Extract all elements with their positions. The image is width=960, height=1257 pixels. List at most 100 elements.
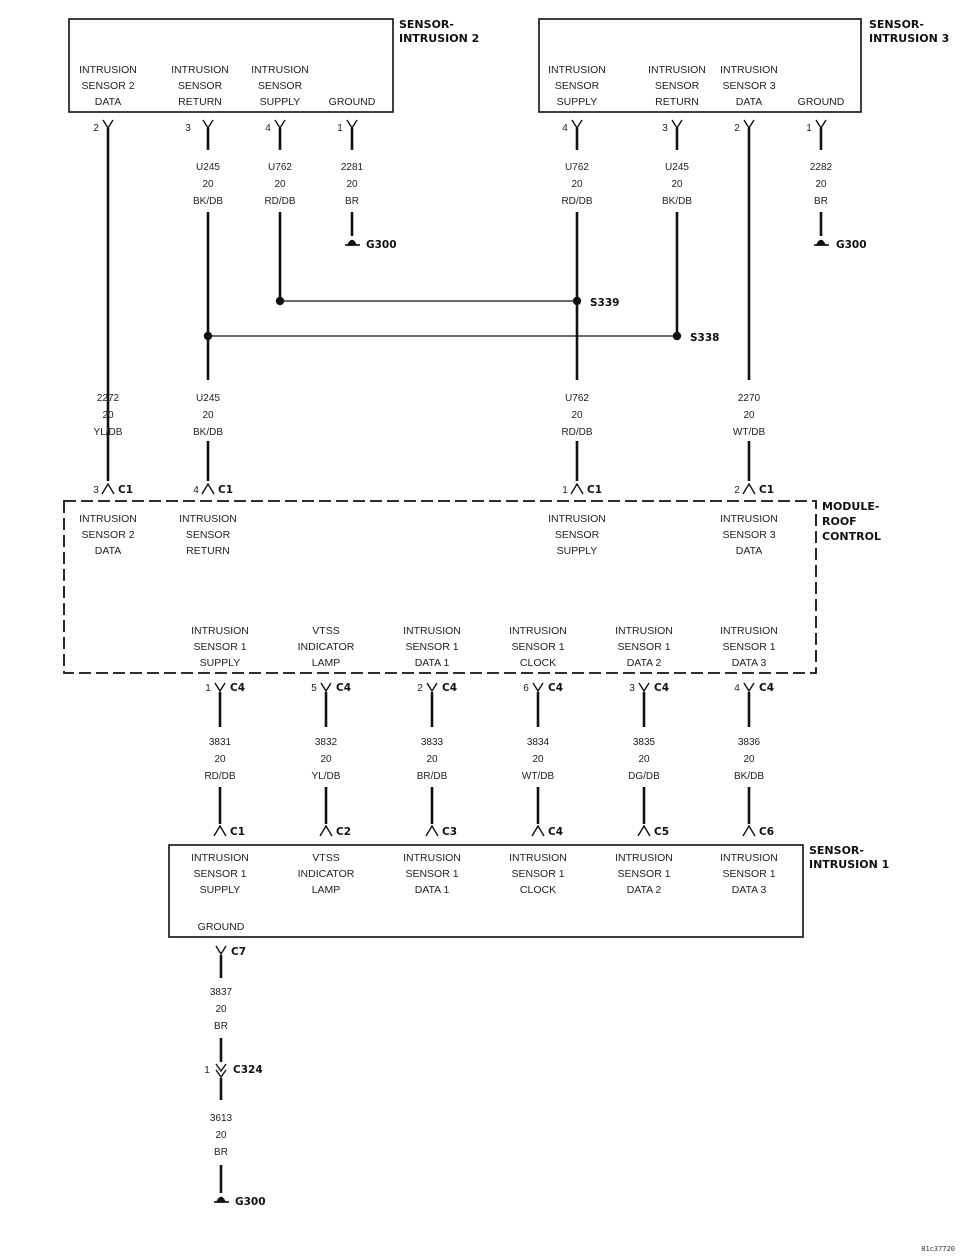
pin-function-label: DATA bbox=[95, 545, 121, 557]
connector-label: C324 bbox=[233, 1064, 263, 1076]
connector-label: C4 bbox=[548, 826, 563, 838]
wire-label: 2281 bbox=[341, 162, 364, 173]
pin-function-label: INTRUSION bbox=[79, 64, 137, 76]
pin-function-label: SENSOR bbox=[186, 529, 231, 541]
pin-function-label: GROUND bbox=[198, 921, 245, 933]
pin-function-label: VTSS bbox=[312, 852, 339, 864]
wire-label: DG/DB bbox=[628, 771, 660, 782]
wire-label: BK/DB bbox=[734, 771, 764, 782]
wire-label: 3832 bbox=[315, 737, 338, 748]
component-title: INTRUSION 1 bbox=[809, 858, 889, 871]
wire-label: 20 bbox=[214, 754, 226, 765]
wire-label: 2282 bbox=[810, 162, 833, 173]
connector-label: C4 bbox=[759, 682, 774, 694]
pin-number: 2 bbox=[93, 123, 99, 134]
wire-label: 3613 bbox=[210, 1113, 233, 1124]
pin-function-label: SUPPLY bbox=[260, 96, 301, 108]
pin-function-label: INTRUSION bbox=[403, 625, 461, 637]
pin-function-label: SENSOR 1 bbox=[617, 641, 670, 653]
pin-number: 1 bbox=[204, 1065, 210, 1076]
wire-label: 20 bbox=[346, 179, 358, 190]
pin-function-label: GROUND bbox=[798, 96, 845, 108]
component-title: SENSOR- bbox=[399, 18, 454, 31]
connector-label: C2 bbox=[336, 826, 351, 838]
component-title: SENSOR- bbox=[869, 18, 924, 31]
pin-function-label: INDICATOR bbox=[298, 641, 355, 653]
pin-number: 2 bbox=[734, 485, 740, 496]
pin-function-label: DATA 2 bbox=[627, 657, 662, 669]
pin-number: 4 bbox=[265, 123, 271, 134]
sensor-intrusion-3-box bbox=[538, 18, 862, 113]
connector-label: C1 bbox=[759, 484, 774, 496]
wire-label: YL/DB bbox=[94, 427, 123, 438]
pin-function-label: SENSOR bbox=[258, 80, 303, 92]
wire-label: 3837 bbox=[210, 987, 233, 998]
diagram-id: 81c37720 bbox=[921, 1245, 955, 1253]
connector-label: C4 bbox=[548, 682, 563, 694]
sensor-intrusion-2-box bbox=[68, 18, 394, 113]
wire-label: 20 bbox=[743, 410, 755, 421]
ground-label: G300 bbox=[366, 239, 397, 251]
connector-label: C1 bbox=[118, 484, 133, 496]
component-title: INTRUSION 2 bbox=[399, 32, 479, 45]
pin-function-label: DATA 1 bbox=[415, 884, 450, 896]
component-title: MODULE- bbox=[822, 500, 879, 513]
wire-label: RD/DB bbox=[204, 771, 235, 782]
pin-number: 4 bbox=[193, 485, 199, 496]
pin-number: 2 bbox=[417, 683, 423, 694]
wire-label: U762 bbox=[565, 393, 589, 404]
pin-number: 4 bbox=[734, 683, 740, 694]
component-title: SENSOR- bbox=[809, 844, 864, 857]
wire-label: U245 bbox=[665, 162, 689, 173]
wire-label: 20 bbox=[274, 179, 286, 190]
connector-label: C4 bbox=[654, 682, 669, 694]
wire-label: YL/DB bbox=[312, 771, 341, 782]
pin-function-label: SENSOR 1 bbox=[722, 641, 775, 653]
pin-function-label: SENSOR 1 bbox=[193, 868, 246, 880]
wire-label: WT/DB bbox=[733, 427, 766, 438]
wire-label: U762 bbox=[268, 162, 292, 173]
pin-number: 2 bbox=[734, 123, 740, 134]
pin-function-label: VTSS bbox=[312, 625, 339, 637]
pin-function-label: SENSOR bbox=[178, 80, 223, 92]
splice-dot-s338 bbox=[672, 331, 682, 341]
connector-label: C4 bbox=[336, 682, 351, 694]
wire-label: 3831 bbox=[209, 737, 232, 748]
pin-function-label: INTRUSION bbox=[615, 625, 673, 637]
wire-label: BK/DB bbox=[662, 196, 692, 207]
pin-function-label: SENSOR 2 bbox=[81, 80, 134, 92]
pin-function-label: DATA bbox=[736, 545, 762, 557]
pin-number: 1 bbox=[337, 123, 343, 134]
wire-label: BR bbox=[214, 1021, 228, 1032]
pin-number: 1 bbox=[806, 123, 812, 134]
wire-label: 20 bbox=[743, 754, 755, 765]
pin-function-label: SENSOR 1 bbox=[511, 868, 564, 880]
connector-label: C4 bbox=[442, 682, 457, 694]
pin-number: 5 bbox=[311, 683, 317, 694]
module-roof-control-box bbox=[63, 500, 817, 674]
wire-label: U762 bbox=[565, 162, 589, 173]
wire-label: 20 bbox=[426, 754, 438, 765]
pin-number: 6 bbox=[523, 683, 529, 694]
pin-function-label: INTRUSION bbox=[548, 513, 606, 525]
wire-label: BR bbox=[214, 1147, 228, 1158]
pin-number: 1 bbox=[205, 683, 211, 694]
pin-function-label: INTRUSION bbox=[720, 513, 778, 525]
pin-function-label: SUPPLY bbox=[200, 657, 241, 669]
connector-label: C4 bbox=[230, 682, 245, 694]
component-title: ROOF bbox=[822, 515, 857, 528]
pin-function-label: RETURN bbox=[186, 545, 230, 557]
ground-label: G300 bbox=[836, 239, 867, 251]
wire-label: BR/DB bbox=[417, 771, 448, 782]
ground-icon bbox=[814, 239, 829, 246]
pin-function-label: SENSOR 3 bbox=[722, 529, 775, 541]
wire-label: 20 bbox=[320, 754, 332, 765]
wire-label: 20 bbox=[815, 179, 827, 190]
pin-function-label: SENSOR 1 bbox=[193, 641, 246, 653]
pin-number: 1 bbox=[562, 485, 568, 496]
wire-label: 3833 bbox=[421, 737, 444, 748]
pin-number: 3 bbox=[185, 123, 191, 134]
sensor-intrusion-1-box bbox=[168, 844, 804, 938]
pin-function-label: LAMP bbox=[312, 884, 341, 896]
pin-function-label: INTRUSION bbox=[615, 852, 673, 864]
